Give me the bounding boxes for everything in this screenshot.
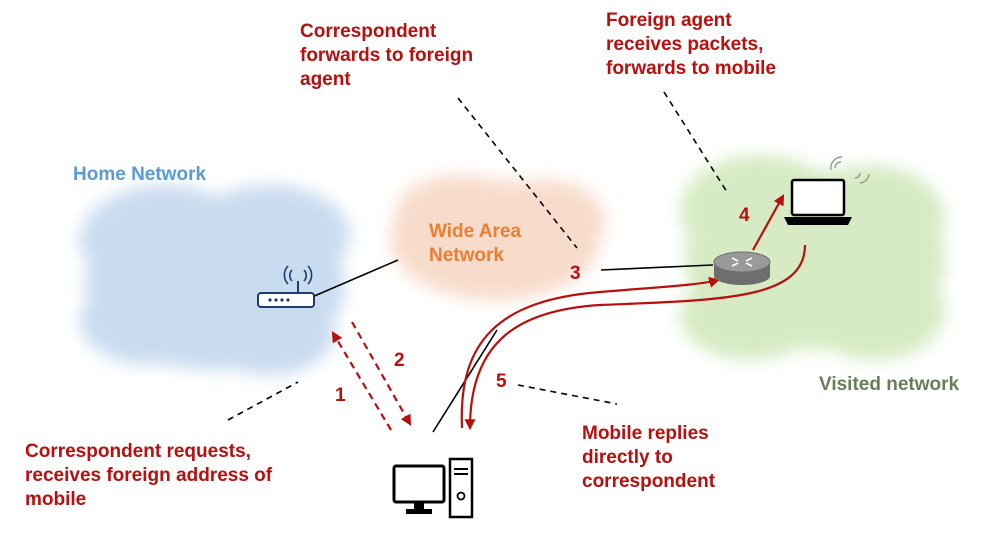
callout-line-mobile-replies [517,384,618,405]
router-icon [713,251,771,285]
laptop-icon [784,178,852,225]
desktop-computer-icon [392,457,474,519]
step-number-1: 1 [335,385,346,406]
home-network-label: Home Network [73,164,207,185]
home-network-cloud [80,185,350,375]
label-mobile-replies: Mobile replies directly to correspondent [582,423,716,492]
step-number-3: 3 [570,263,581,284]
arrow-step-3 [460,277,721,429]
arrow-step-4 [752,194,785,251]
visited-network-label: Visited network [819,374,960,395]
arrow-step-5 [464,244,807,431]
label-foreign-agent: Foreign agent receives packets, forwards… [606,10,776,79]
visited-network-cloud [680,155,945,360]
wan-label: Wide Area Network [429,221,522,266]
wifi-router-icon [257,265,315,308]
label-correspondent-forwards: Correspondent forwards to foreign agent [300,21,474,90]
callout-line-correspondent-requests [227,381,299,421]
label-correspondent-requests: Correspondent requests, receives foreign… [25,441,273,510]
arrow-step-2 [351,321,412,426]
step-number-5: 5 [496,371,507,392]
step-number-2: 2 [394,350,405,371]
step-number-4: 4 [739,205,750,226]
callout-line-correspondent-forwards [457,97,578,249]
callout-line-foreign-agent [663,91,728,193]
link-home-router-wan [311,259,399,298]
wireless-signal-icon [830,156,870,184]
arrow-step-1 [331,331,392,431]
link-step3-router [600,264,714,271]
